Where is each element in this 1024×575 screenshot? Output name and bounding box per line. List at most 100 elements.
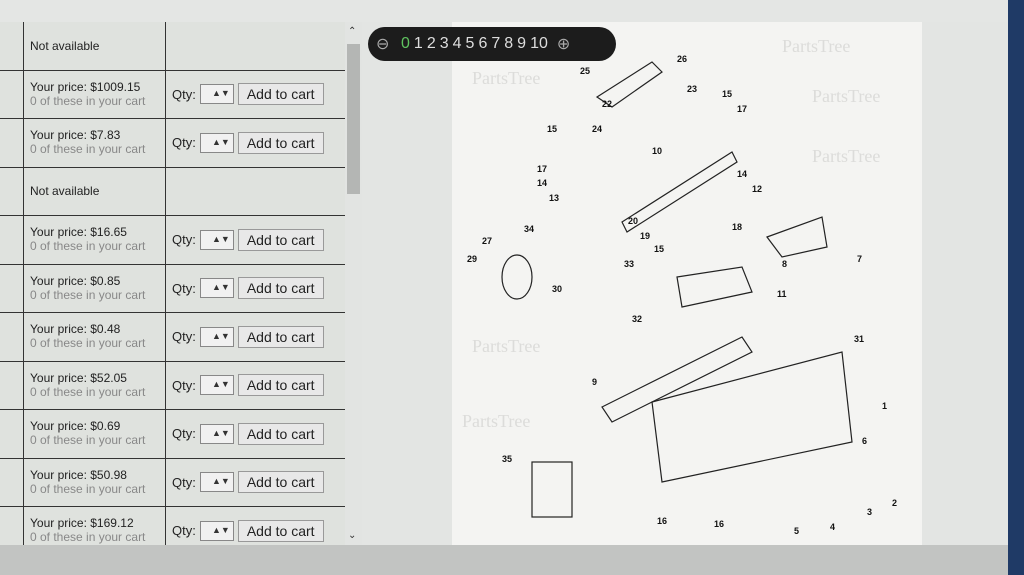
part-callout[interactable]: 17: [737, 104, 747, 114]
row-cell: [0, 22, 24, 70]
price: Your price: $169.12: [30, 516, 134, 530]
quantity-stepper[interactable]: ▲▼: [199, 229, 234, 250]
cart-count: 0 of these in your cart: [30, 530, 146, 544]
add-to-cart-button[interactable]: Add to cart: [237, 325, 324, 348]
part-callout[interactable]: 16: [657, 516, 667, 526]
stepper-icon[interactable]: ▲▼: [212, 330, 230, 341]
part-callout[interactable]: 7: [857, 254, 862, 264]
part-callout[interactable]: 29: [467, 254, 477, 264]
zoom-level-3[interactable]: 3: [439, 35, 449, 52]
zoom-out-icon[interactable]: ⊖: [376, 36, 390, 53]
qty-label: Qty:: [172, 329, 196, 345]
part-callout[interactable]: 27: [482, 236, 492, 246]
cart-count: 0 of these in your cart: [30, 93, 146, 108]
part-callout[interactable]: 6: [862, 436, 867, 446]
add-to-cart-button[interactable]: Add to cart: [237, 228, 324, 251]
part-callout[interactable]: 15: [654, 244, 664, 254]
zoom-level-5[interactable]: 5: [465, 35, 475, 52]
quantity-stepper[interactable]: ▲▼: [199, 84, 234, 105]
scroll-up-icon[interactable]: ⌃: [348, 26, 357, 37]
part-callout[interactable]: 35: [502, 454, 512, 464]
part-callout[interactable]: 25: [580, 66, 590, 76]
cart-count: 0 of these in your cart: [30, 142, 146, 156]
cart-count: 0 of these in your cart: [30, 239, 146, 253]
part-callout[interactable]: 5: [794, 526, 799, 536]
part-callout[interactable]: 30: [552, 284, 562, 294]
stepper-icon[interactable]: ▲▼: [212, 379, 230, 390]
zoom-level-9[interactable]: 9: [517, 35, 527, 52]
add-to-cart-button[interactable]: Add to cart: [237, 131, 324, 154]
part-callout[interactable]: 10: [652, 146, 662, 156]
row-cell: [0, 167, 24, 215]
add-to-cart-button[interactable]: Add to cart: [237, 471, 324, 494]
part-callout[interactable]: 2: [892, 498, 897, 508]
part-callout[interactable]: 15: [547, 124, 557, 134]
stepper-icon[interactable]: ▲▼: [212, 282, 230, 293]
part-callout[interactable]: 12: [752, 184, 762, 194]
part-callout[interactable]: 23: [687, 84, 697, 94]
zoom-level-10[interactable]: 10: [530, 35, 548, 52]
part-callout[interactable]: 17: [537, 164, 547, 174]
part-callout[interactable]: 22: [602, 99, 612, 109]
quantity-stepper[interactable]: ▲▼: [199, 278, 234, 299]
part-callout[interactable]: 8: [782, 259, 787, 269]
part-callout[interactable]: 4: [830, 522, 835, 532]
stepper-icon[interactable]: ▲▼: [212, 524, 230, 535]
part-callout[interactable]: 3: [867, 507, 872, 517]
zoom-level-1[interactable]: 1: [413, 35, 423, 52]
add-to-cart-button[interactable]: Add to cart: [237, 422, 324, 445]
part-callout[interactable]: 18: [732, 222, 742, 232]
add-to-cart-button[interactable]: Add to cart: [237, 83, 324, 106]
scrollbar-thumb[interactable]: [347, 44, 360, 194]
zoom-level-4[interactable]: 4: [452, 35, 462, 52]
part-callout[interactable]: 24: [592, 124, 602, 134]
quantity-stepper[interactable]: ▲▼: [199, 326, 234, 347]
stepper-icon[interactable]: ▲▼: [212, 427, 230, 438]
zoom-in-icon[interactable]: ⊕: [556, 36, 571, 53]
quantity-stepper[interactable]: ▲▼: [199, 132, 234, 153]
part-callout[interactable]: 11: [777, 289, 787, 299]
part-callout[interactable]: 19: [640, 231, 650, 241]
quantity-stepper[interactable]: ▲▼: [199, 520, 234, 541]
zoom-level-7[interactable]: 7: [491, 35, 501, 52]
part-callout[interactable]: 31: [854, 334, 864, 344]
add-to-cart-button[interactable]: Add to cart: [237, 374, 324, 397]
price: Your price: $0.69: [30, 419, 121, 433]
part-callout[interactable]: 33: [624, 259, 634, 269]
stepper-icon[interactable]: ▲▼: [212, 88, 230, 99]
part-callout[interactable]: 15: [722, 89, 732, 99]
part-callout[interactable]: 14: [737, 169, 747, 179]
zoom-level-8[interactable]: 8: [504, 35, 514, 52]
part-callout[interactable]: 14: [537, 178, 547, 188]
part-callout[interactable]: 34: [524, 224, 534, 234]
part-callout[interactable]: 9: [592, 377, 597, 387]
quantity-stepper[interactable]: ▲▼: [199, 472, 234, 493]
scroll-down-icon[interactable]: ⌄: [348, 530, 357, 541]
qty-label: Qty:: [172, 135, 196, 151]
zoom-level-0[interactable]: 0: [401, 35, 410, 52]
part-callout[interactable]: 1: [882, 401, 887, 411]
add-to-cart-button[interactable]: Add to cart: [237, 277, 324, 300]
add-to-cart-button[interactable]: Add to cart: [237, 519, 324, 542]
stepper-icon[interactable]: ▲▼: [212, 136, 230, 147]
zoom-level-2[interactable]: 2: [426, 35, 436, 52]
quantity-stepper[interactable]: ▲▼: [199, 375, 234, 396]
stepper-icon[interactable]: ▲▼: [212, 476, 230, 487]
part-callout[interactable]: 13: [549, 193, 559, 203]
part-callout[interactable]: 32: [632, 314, 642, 324]
part-callout[interactable]: 20: [628, 216, 638, 226]
zoom-level-6[interactable]: 6: [478, 35, 488, 52]
part-callout[interactable]: 26: [677, 54, 687, 64]
part-callout[interactable]: 16: [714, 519, 724, 529]
stepper-icon[interactable]: ▲▼: [212, 233, 230, 244]
price: Your price: $16.65: [30, 225, 127, 239]
pedal: [595, 61, 663, 108]
scrollbar[interactable]: ⌃ ⌄: [345, 22, 362, 545]
quantity-stepper[interactable]: ▲▼: [199, 423, 234, 444]
part-row: Not available: [0, 167, 345, 216]
